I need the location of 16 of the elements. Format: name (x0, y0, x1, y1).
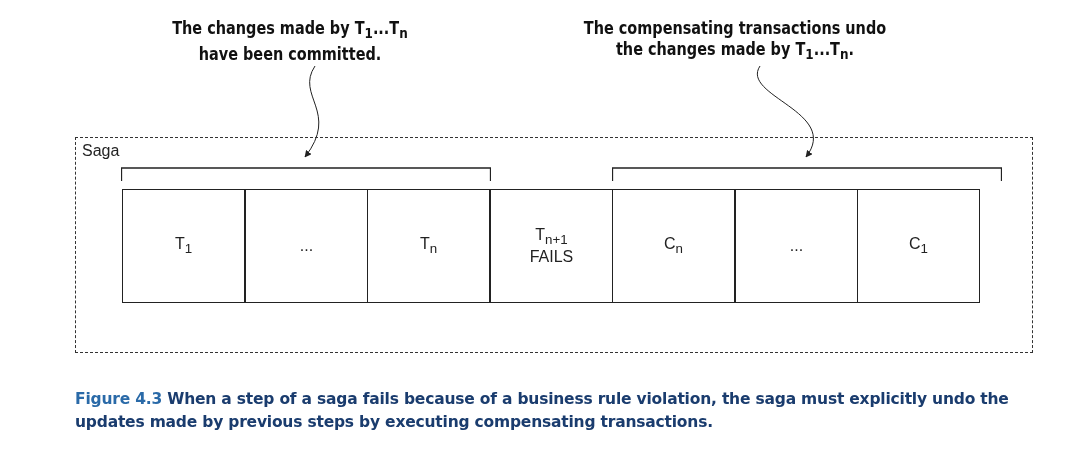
step-box: C$_{1}$ (857, 189, 980, 303)
step-box: ... (245, 189, 368, 303)
step-box: T$_{n}$ (367, 189, 490, 303)
step-box: ... (735, 189, 858, 303)
leader-line (304, 65, 320, 158)
annotation: The changes made by T$_{1}$...T$_{n}$ have been committed. (154, 18, 426, 62)
saga-group (75, 137, 1033, 353)
bracket (612, 167, 1002, 181)
annotation: The compensating transactions undo the changes made by T$_{1}$...T$_{n}$. (582, 18, 888, 62)
leader-line (756, 65, 814, 158)
bracket (121, 167, 491, 181)
step-box: C$_{n}$ (612, 189, 735, 303)
group-title: Saga (82, 142, 120, 160)
step-box: T$_{1}$ (122, 189, 245, 303)
step-box: T$_{n+1}$ FAILS (490, 189, 613, 303)
figure-caption: Figure 4.3 When a step of a saga fails because of a business rule violation, the saga must explicitly undo the updates made by previous steps by executing compensating transactions. (75, 389, 1010, 433)
